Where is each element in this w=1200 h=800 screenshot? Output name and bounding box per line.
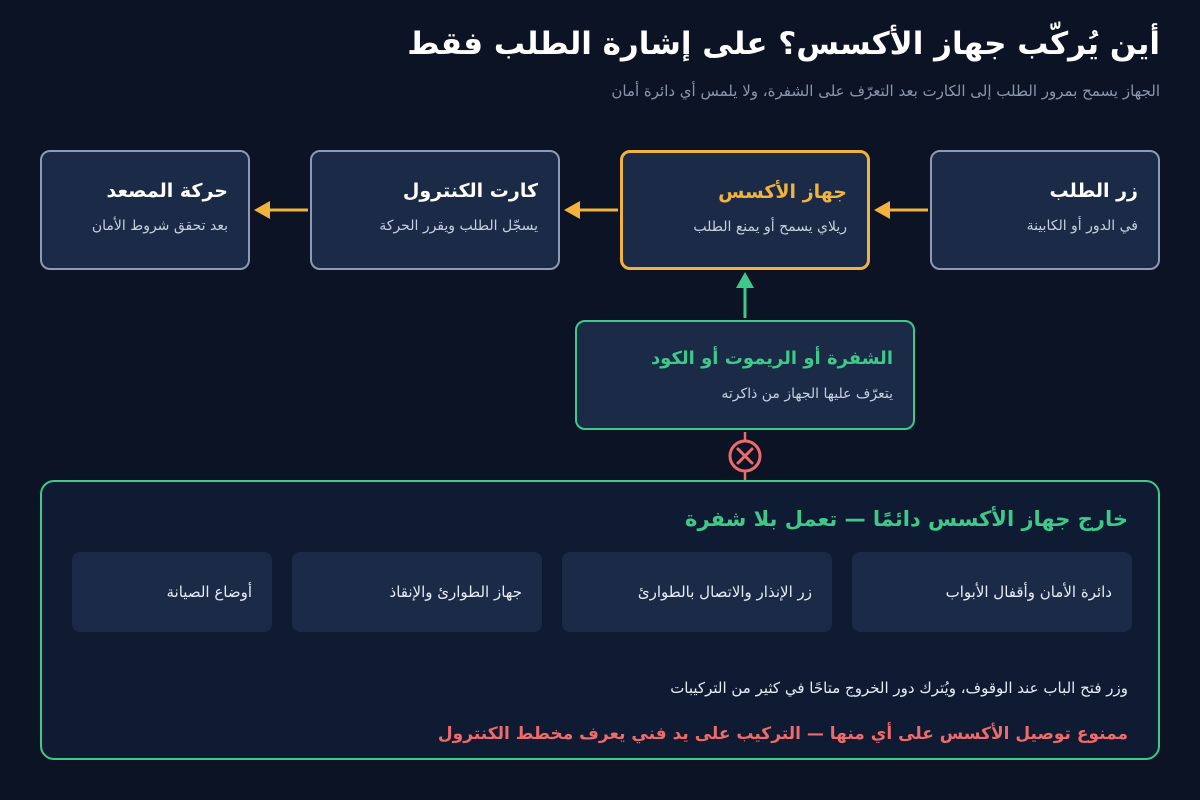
node-title: جهاز الأكسس — [718, 181, 847, 203]
diagram-subtitle: الجهاز يسمح بمرور الطلب إلى الكارت بعد ا… — [611, 82, 1160, 100]
node-subtitle: ريلاي يسمح أو يمنع الطلب — [693, 219, 847, 235]
excluded-item: دائرة الأمان وأقفال الأبواب — [852, 552, 1132, 632]
arrow-up-icon — [736, 272, 754, 288]
excluded-item: زر الإنذار والاتصال بالطوارئ — [562, 552, 832, 632]
panel-warning: ممنوع توصيل الأكسس على أي منها — التركيب… — [437, 724, 1128, 744]
excluded-item: جهاز الطوارئ والإنقاذ — [292, 552, 542, 632]
node-title: كارت الكنترول — [402, 180, 538, 202]
blocked-x-icon — [728, 439, 762, 473]
node-call-button: زر الطلب في الدور أو الكابينة — [930, 150, 1160, 270]
excluded-item: أوضاع الصيانة — [72, 552, 272, 632]
node-title: حركة المصعد — [106, 180, 228, 202]
node-subtitle: بعد تحقق شروط الأمان — [91, 218, 228, 234]
arrow-left-icon — [254, 201, 270, 219]
arrow-left-icon — [564, 201, 580, 219]
node-subtitle: يتعرّف عليها الجهاز من ذاكرته — [721, 386, 893, 402]
node-elevator-motion: حركة المصعد بعد تحقق شروط الأمان — [40, 150, 250, 270]
panel-title: خارج جهاز الأكسس دائمًا — تعمل بلا شفرة — [685, 507, 1128, 531]
node-control-card: كارت الكنترول يسجّل الطلب ويقرر الحركة — [310, 150, 560, 270]
arrow-left-icon — [874, 201, 890, 219]
node-subtitle: في الدور أو الكابينة — [1026, 218, 1138, 234]
node-subtitle: يسجّل الطلب ويقرر الحركة — [379, 218, 538, 234]
node-credential: الشفرة أو الريموت أو الكود يتعرّف عليها … — [575, 320, 915, 430]
node-title: زر الطلب — [1049, 180, 1138, 202]
diagram-title: أين يُركّب جهاز الأكسس؟ على إشارة الطلب … — [407, 26, 1160, 62]
panel-note: وزر فتح الباب عند الوقوف، ويُترك دور الخ… — [670, 679, 1128, 697]
node-title: الشفرة أو الريموت أو الكود — [650, 348, 893, 369]
outside-access-panel: خارج جهاز الأكسس دائمًا — تعمل بلا شفرة … — [40, 480, 1160, 760]
node-access-device: جهاز الأكسس ريلاي يسمح أو يمنع الطلب — [620, 150, 870, 270]
